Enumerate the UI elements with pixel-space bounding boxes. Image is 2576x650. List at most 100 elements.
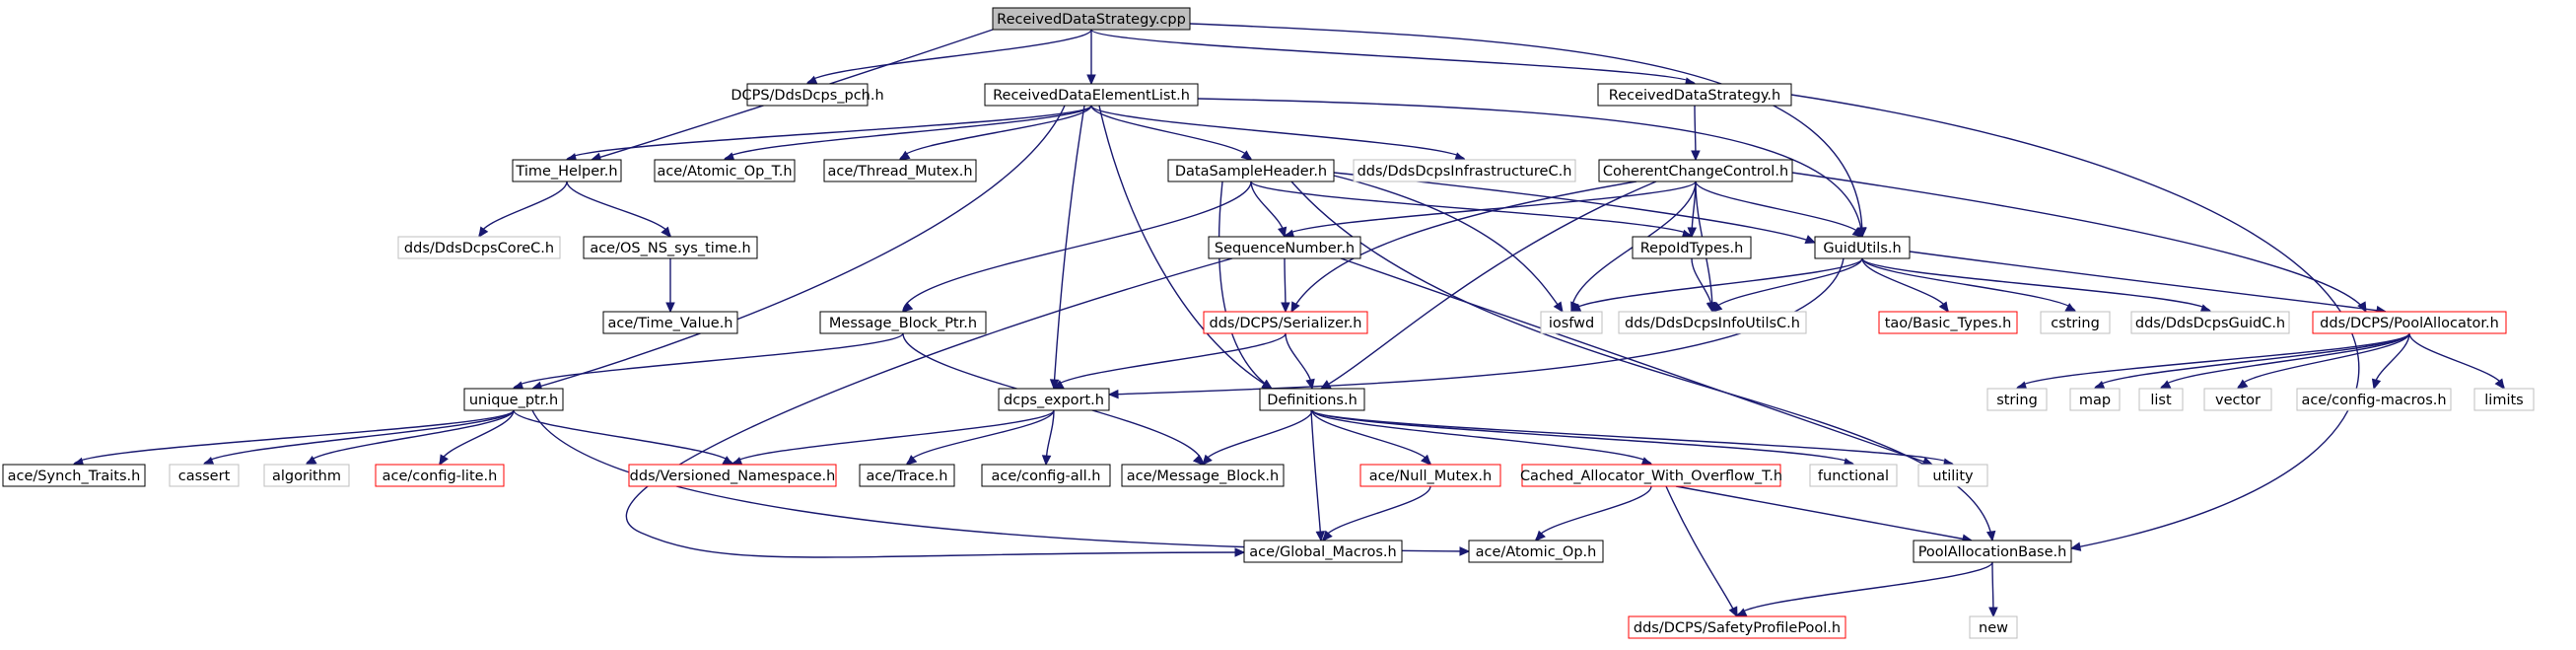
edge-dds-dcps-serializer-h-to-definitions-h <box>1285 332 1315 391</box>
node-dcps-export-h[interactable]: dcps_export.h <box>998 388 1110 411</box>
edge-guid-utils-h-to-dds-ddsdcpsinfoutilsc-h-arrowhead <box>1711 302 1723 313</box>
edge-data-sample-header-h-to-iosfwd <box>1333 175 1564 314</box>
node-dds-versioned-namespace-h-box <box>628 464 837 487</box>
edge-received-data-strategy-cpp-to-dcps-ddsdcps-pch-h-line <box>806 29 1092 85</box>
node-coherent-change-control-h[interactable]: CoherentChangeControl.h <box>1598 159 1793 182</box>
edge-received-data-strategy-cpp-to-received-data-element-list-h <box>1086 30 1096 86</box>
node-ace-atomic-op-t-h-label: ace/Atomic_Op_T.h <box>657 164 792 180</box>
edge-received-data-element-list-h-to-dds-ddsdcps-infrastructurec-h-line <box>1090 105 1466 161</box>
node-dds-dcps-serializer-h[interactable]: dds/DCPS/Serializer.h <box>1203 311 1368 334</box>
node-ace-os-ns-sys-time-h[interactable]: ace/OS_NS_sys_time.h <box>583 236 758 259</box>
node-ace-config-lite-h[interactable]: ace/config-lite.h <box>375 464 505 487</box>
edge-time-helper-h-to-ace-os-ns-sys-time-h <box>566 181 671 238</box>
node-cached-allocator-with-overflow-t-h[interactable]: Cached_Allocator_With_Overflow_T.h <box>1520 464 1782 487</box>
node-vector: vector <box>2203 388 2272 411</box>
node-ace-null-mutex-h[interactable]: ace/Null_Mutex.h <box>1359 464 1501 487</box>
edge-dcps-export-h-to-dds-versioned-namespace-h <box>731 409 1055 466</box>
edge-data-sample-header-h-to-guid-utils-h-arrowhead <box>1804 235 1817 244</box>
edge-dds-dcps-poolallocator-h-to-vector-line <box>2237 332 2410 390</box>
node-definitions-h[interactable]: Definitions.h <box>1259 388 1365 411</box>
edge-guid-utils-h-to-cstring-arrowhead <box>2064 303 2077 313</box>
node-list-box <box>2138 388 2184 411</box>
node-dds-ddsdcpsguidc-h-label: dds/DdsDcpsGuidC.h <box>2135 316 2285 331</box>
node-ace-thread-mutex-h[interactable]: ace/Thread_Mutex.h <box>823 159 977 182</box>
edge-repoid-types-h-to-dds-ddsdcpsinfoutilsc-h <box>1691 257 1716 314</box>
node-ace-synch-traits-h[interactable]: ace/Synch_Traits.h <box>2 464 146 487</box>
node-ace-atomic-op-t-h[interactable]: ace/Atomic_Op_T.h <box>654 159 796 182</box>
node-ace-trace-h[interactable]: ace/Trace.h <box>859 464 955 487</box>
node-dds-versioned-namespace-h[interactable]: dds/Versioned_Namespace.h <box>628 464 837 487</box>
node-ace-time-value-h[interactable]: ace/Time_Value.h <box>602 311 738 334</box>
node-time-helper-h[interactable]: Time_Helper.h <box>512 159 622 182</box>
edge-guid-utils-h-to-dcps-export-h-arrowhead <box>1107 389 1119 399</box>
node-received-data-element-list-h-box <box>984 83 1199 107</box>
edge-sequence-number-h-to-dds-dcps-serializer-h <box>1281 257 1290 314</box>
edge-data-sample-header-h-to-guid-utils-h-line <box>1333 172 1816 244</box>
node-message-block-ptr-h[interactable]: Message_Block_Ptr.h <box>819 311 987 334</box>
node-ace-config-macros-h-box <box>2296 388 2452 411</box>
node-ace-atomic-op-t-h-box <box>654 159 796 182</box>
node-ace-time-value-h-label: ace/Time_Value.h <box>607 316 732 331</box>
node-ace-global-macros-h[interactable]: ace/Global_Macros.h <box>1243 540 1403 563</box>
edge-guid-utils-h-to-cstring-line <box>1861 257 2076 313</box>
node-unique-ptr-h[interactable]: unique_ptr.h <box>463 388 564 411</box>
edge-guid-utils-h-to-iosfwd-line <box>1570 257 1863 313</box>
node-dds-ddsdcpsinfoutilsc-h-label: dds/DdsDcpsInfoUtilsC.h <box>1625 316 1800 331</box>
node-ace-synch-traits-h-label: ace/Synch_Traits.h <box>8 469 141 484</box>
edge-coherent-change-control-h-to-guid-utils-h-arrowhead <box>1851 227 1863 238</box>
edge-time-helper-h-to-dds-ddsdcpscorec-h <box>478 181 568 239</box>
edge-dcps-export-h-to-ace-trace-h <box>906 409 1055 466</box>
node-cached-allocator-with-overflow-t-h-box <box>1521 464 1781 487</box>
edge-data-sample-header-h-to-message-block-ptr-h-arrowhead <box>902 302 914 313</box>
node-functional: functional <box>1809 464 1898 487</box>
node-ace-atomic-op-h[interactable]: ace/Atomic_Op.h <box>1468 540 1604 563</box>
node-ace-config-all-h[interactable]: ace/config-all.h <box>981 464 1111 487</box>
edge-sequence-number-h-to-dds-dcps-serializer-h-arrowhead <box>1281 302 1290 314</box>
edge-dds-dcps-poolallocator-h-to-string-line <box>2016 332 2410 390</box>
edge-cached-allocator-with-overflow-t-h-to-pool-allocation-base-h-line <box>1675 485 1973 542</box>
node-guid-utils-h[interactable]: GuidUtils.h <box>1814 236 1911 259</box>
edge-coherent-change-control-h-to-sequence-number-h-line <box>1284 181 1697 238</box>
node-dcps-ddsdcps-pch-h[interactable]: DCPS/DdsDcps_pch.h <box>731 83 884 107</box>
node-received-data-element-list-h[interactable]: ReceivedDataElementList.h <box>984 83 1199 107</box>
node-dds-ddsdcpsinfoutilsc-h-box <box>1618 311 1807 334</box>
node-cassert-label: cassert <box>178 469 231 484</box>
node-received-data-strategy-h-box <box>1597 83 1792 107</box>
edge-guid-utils-h-to-tao-basic-types-h-arrowhead <box>1938 301 1949 314</box>
edge-ace-os-ns-sys-time-h-to-ace-time-value-h-arrowhead <box>665 302 675 314</box>
edge-guid-utils-h-to-dds-ddsdcpsguidc-h-line <box>1861 257 2211 313</box>
edge-data-sample-header-h-to-message-block-ptr-h-line <box>902 181 1252 313</box>
edge-cached-allocator-with-overflow-t-h-to-dds-dcps-safetyprofilepool-h-arrowhead <box>1728 606 1738 618</box>
node-ace-message-block-h[interactable]: ace/Message_Block.h <box>1121 464 1285 487</box>
edge-sequence-number-h-to-ace-global-macros-h <box>625 257 1246 558</box>
edge-coherent-change-control-h-to-dds-dcps-poolallocator-h-line <box>1791 172 2367 313</box>
edge-dds-dcps-poolallocator-h-to-list-line <box>2160 332 2410 390</box>
node-sequence-number-h[interactable]: SequenceNumber.h <box>1208 236 1361 259</box>
edge-cached-allocator-with-overflow-t-h-to-ace-atomic-op-h-line <box>1535 485 1652 542</box>
edge-received-data-element-list-h-to-dds-ddsdcps-infrastructurec-h <box>1090 105 1466 162</box>
node-guid-utils-h-box <box>1814 236 1911 259</box>
node-ace-message-block-h-box <box>1121 464 1285 487</box>
edge-received-data-element-list-h-to-time-helper-h-line <box>566 105 1092 161</box>
node-sequence-number-h-box <box>1208 236 1361 259</box>
node-message-block-ptr-h-label: Message_Block_Ptr.h <box>829 316 977 331</box>
node-dds-dcps-poolallocator-h[interactable]: dds/DCPS/PoolAllocator.h <box>2312 311 2507 334</box>
node-ace-trace-h-box <box>859 464 955 487</box>
edge-data-sample-header-h-to-definitions-h-arrowhead <box>1261 379 1274 390</box>
node-dds-ddsdcpscorec-h: dds/DdsDcpsCoreC.h <box>397 236 561 259</box>
node-pool-allocation-base-h[interactable]: PoolAllocationBase.h <box>1913 540 2072 563</box>
edge-data-sample-header-h-to-repoid-types-h-line <box>1250 181 1693 238</box>
node-received-data-strategy-h[interactable]: ReceivedDataStrategy.h <box>1597 83 1792 107</box>
edge-definitions-h-to-ace-message-block-h-line <box>1202 409 1313 466</box>
node-ace-os-ns-sys-time-h-label: ace/OS_NS_sys_time.h <box>590 241 750 256</box>
edge-coherent-change-control-h-to-definitions-h <box>1319 181 1657 390</box>
node-repoid-types-h-label: RepoIdTypes.h <box>1640 241 1744 256</box>
node-map-label: map <box>2079 393 2111 408</box>
node-dds-dcps-safetyprofilepool-h[interactable]: dds/DCPS/SafetyProfilePool.h <box>1628 615 1846 639</box>
edge-time-helper-h-to-dds-ddsdcpscorec-h-line <box>478 181 568 238</box>
node-tao-basic-types-h[interactable]: tao/Basic_Types.h <box>1878 311 2018 334</box>
node-data-sample-header-h[interactable]: DataSampleHeader.h <box>1167 159 1335 182</box>
node-repoid-types-h[interactable]: RepoIdTypes.h <box>1632 236 1752 259</box>
edge-coherent-change-control-h-to-dds-dcps-serializer-h-line <box>1290 181 1637 313</box>
node-received-data-strategy-cpp[interactable]: ReceivedDataStrategy.cpp <box>992 7 1191 31</box>
